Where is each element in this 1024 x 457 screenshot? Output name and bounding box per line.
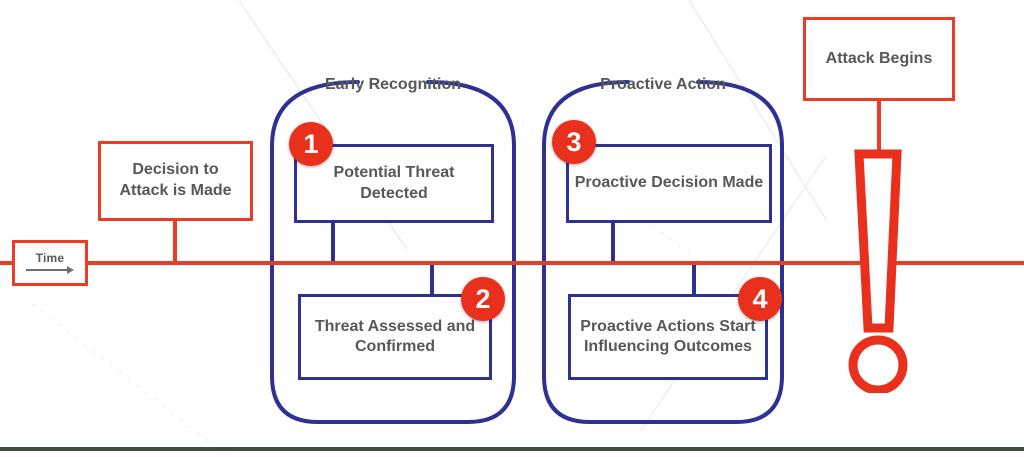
exclamation-mark-icon	[841, 148, 915, 393]
time-axis-legend: Time	[12, 240, 88, 286]
step-box-4-label: Proactive Actions Start Influencing Outc…	[580, 317, 756, 355]
step-box-3: Proactive Decision Made	[566, 144, 772, 223]
step-box-2-label: Threat Assessed and Confirmed	[314, 317, 476, 355]
step-badge-4: 4	[738, 277, 782, 321]
watermark-dots	[28, 300, 267, 457]
step-badge-2: 2	[461, 277, 505, 321]
step-box-1-label: Potential Threat Detected	[333, 164, 455, 202]
callout-decision-to-attack-label: Decision to Attack is Made	[119, 161, 232, 199]
connector-step-2	[430, 261, 434, 296]
right-arrow-icon	[26, 266, 74, 274]
group-early-recognition-label: Early Recognition	[324, 76, 462, 93]
timeline-axis	[0, 261, 1024, 265]
step-box-4: Proactive Actions Start Influencing Outc…	[568, 294, 768, 380]
connector-step-1	[331, 221, 335, 265]
bottom-divider	[0, 447, 1024, 451]
group-proactive-action-label: Proactive Action	[600, 76, 726, 93]
connector-decision-to-attack	[173, 219, 177, 265]
connector-step-4	[692, 261, 696, 296]
connector-step-3	[611, 221, 615, 265]
step-badge-1: 1	[289, 122, 333, 166]
step-box-2: Threat Assessed and Confirmed	[298, 294, 492, 380]
time-axis-label: Time	[35, 251, 65, 265]
callout-decision-to-attack: Decision to Attack is Made	[98, 141, 253, 221]
step-badge-3: 3	[552, 120, 596, 164]
step-box-3-label: Proactive Decision Made	[574, 174, 764, 192]
connector-attack-begins	[877, 99, 881, 155]
callout-attack-begins: Attack Begins	[803, 17, 955, 101]
callout-attack-begins-label: Attack Begins	[825, 49, 933, 67]
